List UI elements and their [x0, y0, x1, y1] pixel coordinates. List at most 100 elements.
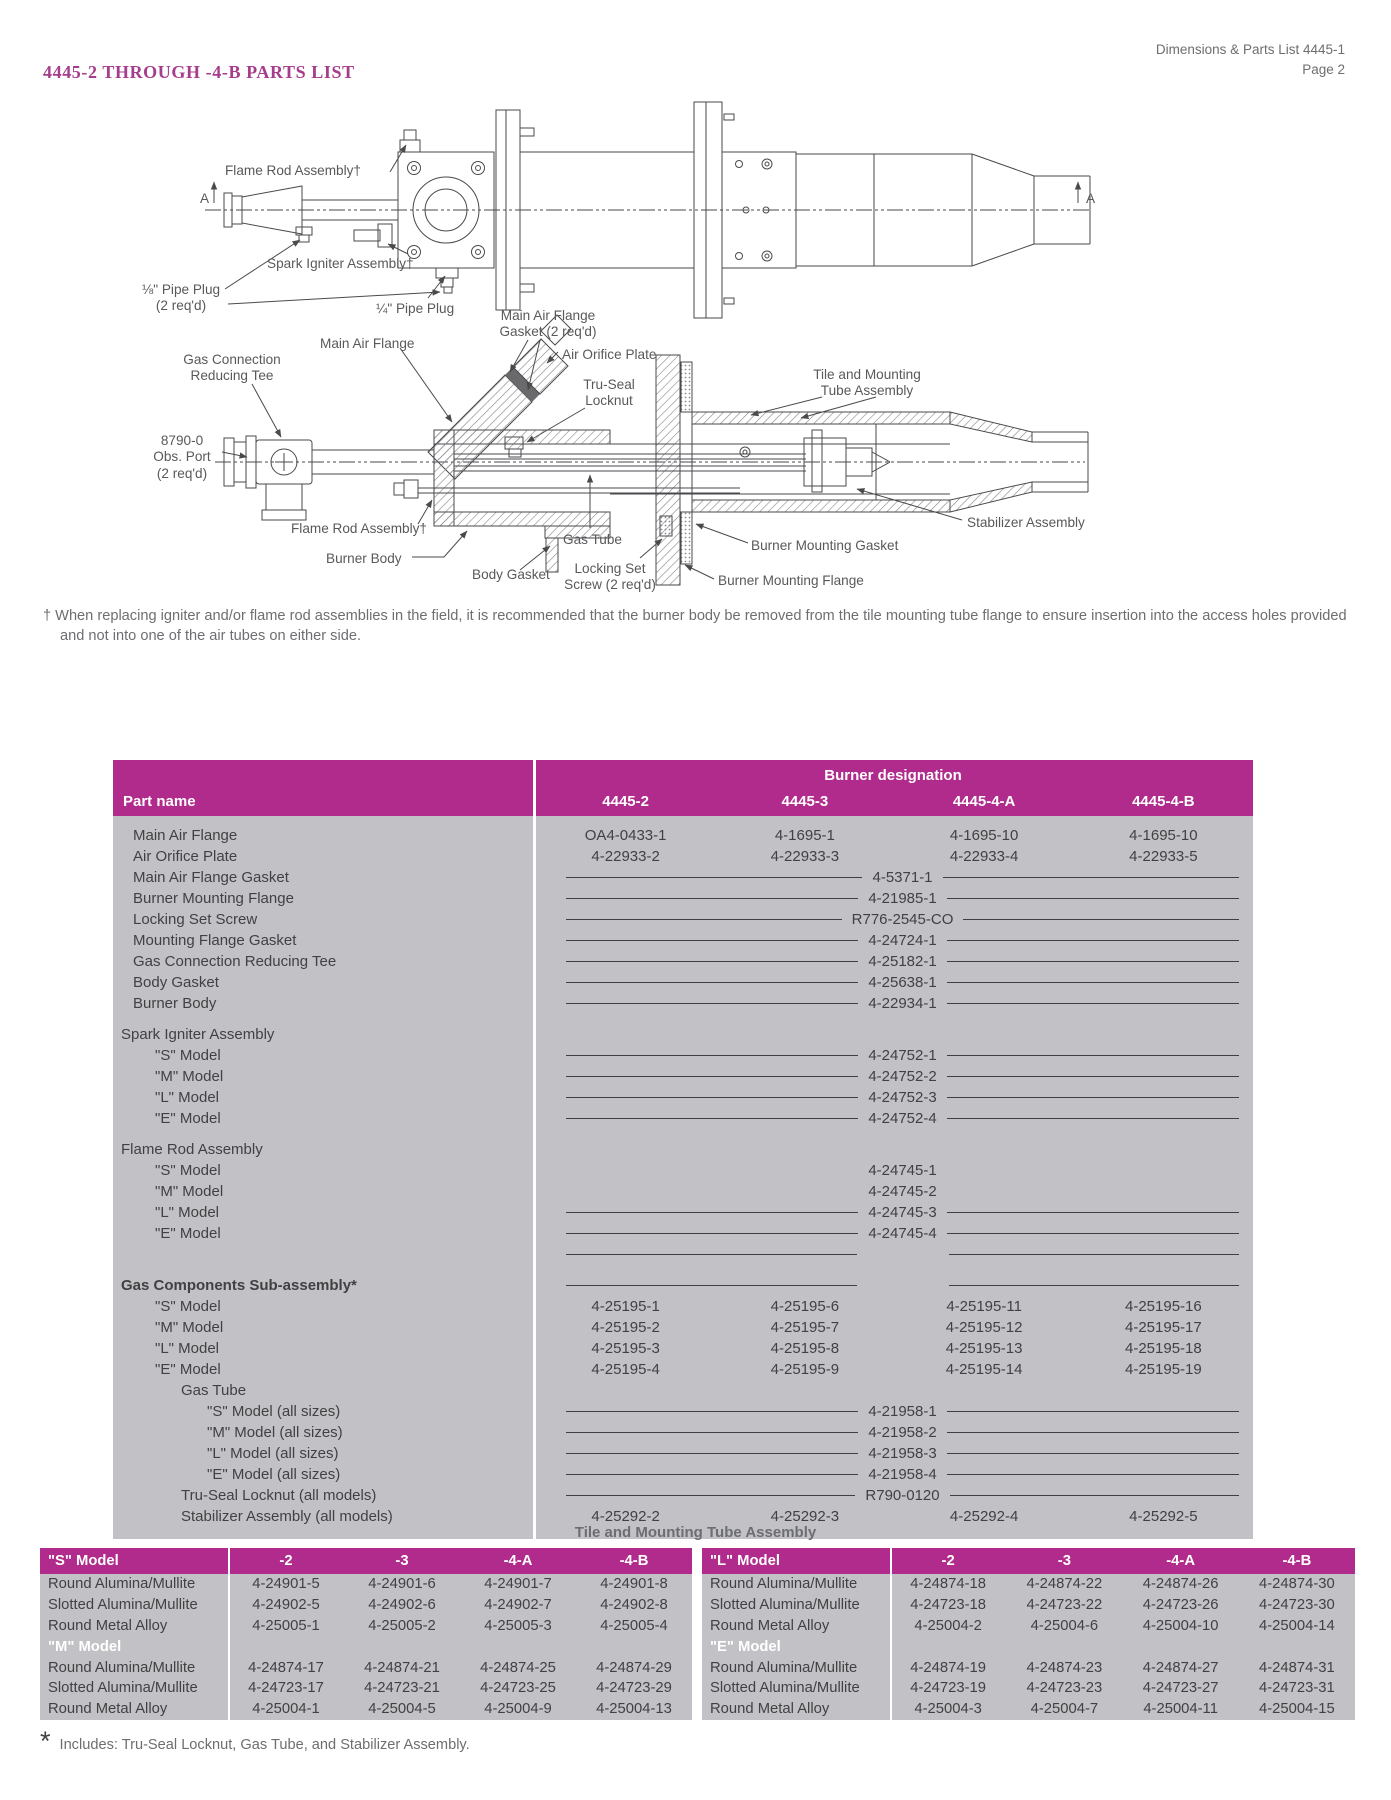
tile-part-number: 4-24723-19 — [910, 1680, 986, 1697]
top-view-leaders — [224, 144, 446, 305]
tile-col--4-B: -4-B — [1282, 1553, 1312, 1569]
part-number-cell: 4-25195-13 — [945, 1340, 1023, 1357]
span-rule-left — [566, 1191, 858, 1192]
label-section-a-right-line: A — [1086, 191, 1096, 206]
label-flame-rod-assembly-bottom: Flame Rod Assembly† — [291, 521, 427, 537]
label-burner-mounting-gasket: Burner Mounting Gasket — [751, 538, 898, 554]
part-number-span: R776-2545-CO — [536, 911, 1253, 928]
part-name-cell: "M" Model — [155, 1068, 224, 1085]
label-pipe-plug-eighth: ⅛" Pipe Plug(2 req'd) — [142, 282, 220, 315]
part-values: 4-25182-1 — [533, 953, 1253, 970]
rule-only — [536, 1254, 1253, 1255]
part-number-span: 4-21958-4 — [536, 1466, 1253, 1483]
section-view-leaders — [221, 339, 963, 580]
part-number-span: R790-0120 — [536, 1487, 1253, 1504]
tile-col--2: -2 — [941, 1553, 955, 1569]
label-obs-port-line: (2 req'd) — [156, 465, 208, 481]
tile-row-label: Slotted Alumina/Mullite — [710, 1597, 860, 1614]
tile-part-number: 4-25004-9 — [484, 1701, 552, 1718]
tile-table-subheader: "E" Model — [702, 1636, 1355, 1658]
parts-row: "E" Model (all sizes)4-21958-4 — [113, 1464, 1253, 1485]
tile-part-number: 4-24723-30 — [1259, 1597, 1335, 1614]
tile-row-label: Slotted Alumina/Mullite — [48, 1680, 198, 1697]
tile-part-number: 4-25004-3 — [914, 1701, 982, 1718]
parts-row: "S" Model (all sizes)4-21958-1 — [113, 1401, 1253, 1422]
label-spark-igniter-assembly-line: Spark Igniter Assembly† — [267, 256, 414, 271]
label-obs-port-line: 8790-0 — [160, 433, 204, 448]
part-number-shared: 4-21985-1 — [868, 890, 937, 907]
tile-table-header: "L" Model-2-3-4-A-4-B — [702, 1548, 1355, 1574]
part-number-cell: 4-1695-10 — [1129, 827, 1198, 844]
tile-part-number: 4-24901-5 — [252, 1576, 320, 1593]
tile-tables-caption: Tile and Mounting Tube Assembly — [574, 1524, 817, 1541]
tile-row-label: Slotted Alumina/Mullite — [48, 1597, 198, 1614]
parts-row: Stabilizer Assembly (all models)4-25292-… — [113, 1506, 1253, 1527]
label-tru-seal-locknut-line: Tru-Seal — [583, 377, 635, 392]
parts-row: Burner Mounting Flange 4-21985-1 — [113, 888, 1253, 909]
part-number-span: 4-21958-1 — [536, 1403, 1253, 1420]
tile-part-number: 4-24874-29 — [596, 1659, 672, 1676]
part-number-cell: 4-22933-2 — [591, 848, 660, 865]
designation-column-4445-4-A: 4445-4-A — [952, 793, 1016, 810]
part-number-shared: 4-24752-1 — [868, 1047, 937, 1064]
label-stabilizer-assembly: Stabilizer Assembly — [967, 515, 1085, 531]
part-number-shared: 4-21958-3 — [868, 1445, 937, 1462]
part-number-shared: 4-21958-2 — [868, 1424, 937, 1441]
part-number-cell: 4-25195-12 — [945, 1319, 1023, 1336]
tile-part-number: 4-24901-8 — [600, 1576, 668, 1593]
part-name-cell: Gas Tube — [181, 1382, 247, 1399]
part-number-span: 4-25638-1 — [536, 974, 1253, 991]
part-number-cell: 4-25195-14 — [945, 1361, 1023, 1378]
tile-part-number: 4-25004-7 — [1030, 1701, 1099, 1718]
part-values — [533, 1285, 1253, 1286]
label-flame-rod-assembly-top: Flame Rod Assembly† — [225, 163, 361, 179]
tile-col--2: -2 — [279, 1553, 293, 1569]
designation-column-4445-4-B: 4445-4-B — [1132, 793, 1195, 810]
part-name-cell: Burner Mounting Flange — [133, 890, 294, 907]
part-values: 4-24752-4 — [533, 1110, 1253, 1127]
part-values: 4-24745-4 — [533, 1225, 1253, 1242]
part-name-cell: "L" Model — [155, 1204, 220, 1221]
part-number-cell: 4-25195-19 — [1125, 1361, 1202, 1378]
part-values: 4-24745-3 — [533, 1204, 1253, 1221]
label-air-orifice-plate: Air Orifice Plate — [562, 347, 656, 363]
part-values: 4-24745-2 — [533, 1183, 1253, 1200]
part-name-cell: Gas Components Sub-assembly* — [121, 1277, 357, 1294]
asterisk-mark: * — [40, 1726, 51, 1756]
span-rule-right — [946, 1097, 1240, 1098]
part-number-cell: 4-25195-8 — [770, 1340, 840, 1357]
part-name-cell: Spark Igniter Assembly — [121, 1026, 275, 1043]
part-number-span: 4-24745-4 — [536, 1225, 1253, 1242]
section-view-group — [215, 314, 1089, 586]
document-header-right: Dimensions & Parts List 4445-1 Page 2 — [1156, 40, 1345, 81]
parts-row: "M" Model (all sizes)4-21958-2 — [113, 1422, 1253, 1443]
tile-row-label: Round Alumina/Mullite — [710, 1576, 858, 1593]
part-values: 4-24752-3 — [533, 1089, 1253, 1106]
tile-table-title: "L" Model — [710, 1553, 780, 1569]
rule-right — [948, 1254, 1239, 1255]
part-name-cell: "E" Model — [155, 1225, 221, 1242]
span-rule-left — [566, 1233, 859, 1234]
part-number-cell: 4-25195-3 — [591, 1340, 660, 1357]
span-rule-left — [566, 1453, 859, 1454]
part-number-span: 4-24745-3 — [536, 1204, 1253, 1221]
tile-table-divider — [890, 1548, 892, 1720]
tile-col--4-A: -4-A — [503, 1553, 533, 1569]
part-values: R776-2545-CO — [533, 911, 1253, 928]
part-number-shared: 4-24745-4 — [868, 1225, 937, 1242]
parts-row — [113, 1129, 1253, 1139]
